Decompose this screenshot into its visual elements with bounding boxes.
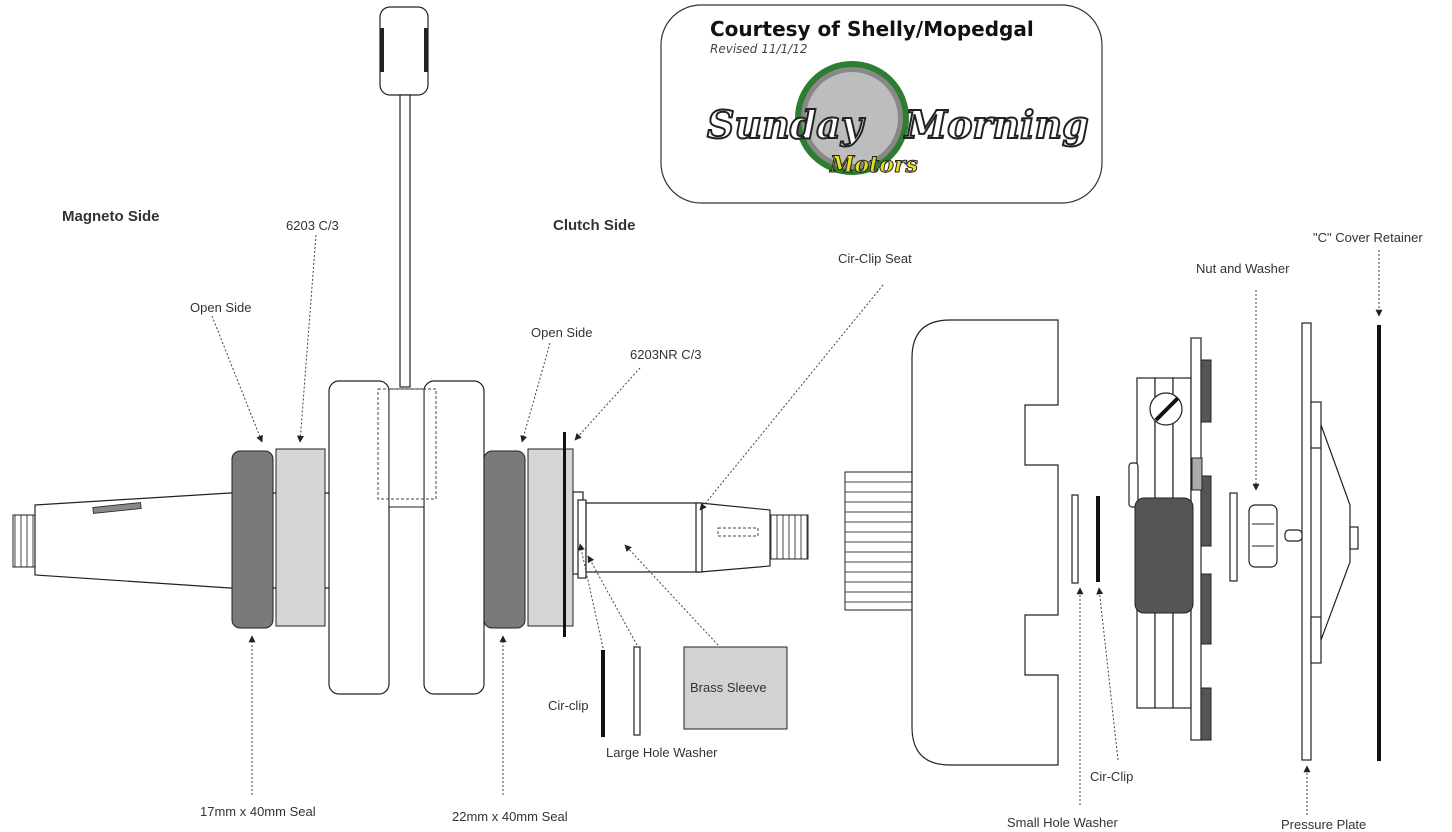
svg-text:Morning: Morning — [903, 102, 1089, 147]
large-hole-washer-part — [633, 646, 641, 736]
label-seal-17: 17mm x 40mm Seal — [200, 804, 316, 819]
label-pressure-plate: Pressure Plate — [1281, 817, 1366, 832]
label-c-cover-retainer: "C" Cover Retainer — [1313, 230, 1423, 245]
label-large-hole-washer: Large Hole Washer — [606, 745, 718, 760]
brass-sleeve-part — [683, 646, 788, 730]
bearing-6203nr — [527, 448, 574, 627]
label-6203: 6203 C/3 — [286, 218, 339, 233]
label-6203nr: 6203NR C/3 — [630, 347, 702, 362]
nut-part — [1248, 504, 1278, 568]
cir-clip-right-part — [1096, 496, 1100, 582]
sunday-morning-motors-logo: Sunday Morning Motors — [706, 61, 1090, 179]
credit-title: Courtesy of Shelly/Mopedgal — [710, 17, 1034, 41]
label-cir-clip-right: Cir-Clip — [1090, 769, 1133, 784]
label-open-side-left: Open Side — [190, 300, 251, 315]
bearing-shield — [563, 432, 566, 637]
clutch-drum — [844, 319, 1059, 766]
crank-webs — [328, 380, 485, 695]
magneto-side-heading: Magneto Side — [62, 208, 160, 225]
cir-clip-part — [601, 650, 605, 737]
brass-sleeve-label: Brass Sleeve — [690, 680, 767, 695]
small-hole-washer-part — [1071, 494, 1079, 584]
label-seal-22: 22mm x 40mm Seal — [452, 809, 568, 824]
label-cir-clip: Cir-clip — [548, 698, 588, 713]
c-cover-retainer-part — [1377, 325, 1381, 761]
clutch-side-heading: Clutch Side — [553, 217, 636, 234]
svg-text:Sunday: Sunday — [707, 102, 866, 147]
seal-22x40 — [483, 450, 526, 629]
bearing-6203 — [275, 448, 326, 627]
label-open-side-right: Open Side — [531, 325, 592, 340]
label-small-hole-washer: Small Hole Washer — [1007, 815, 1118, 830]
washer-part — [1229, 492, 1238, 582]
connecting-rod — [379, 6, 429, 388]
svg-text:Motors: Motors — [829, 152, 918, 178]
label-cir-clip-seat: Cir-Clip Seat — [838, 251, 912, 266]
credit-box: Courtesy of Shelly/Mopedgal Revised 11/1… — [660, 4, 1103, 204]
clutch-shaft — [572, 491, 809, 579]
label-nut-and-washer: Nut and Washer — [1196, 261, 1290, 276]
revised-date: Revised 11/1/12 — [710, 42, 807, 56]
leader-lines — [211, 234, 1383, 815]
seal-17x40 — [231, 450, 274, 629]
pressure-plate-part — [1284, 322, 1359, 761]
clutch-shoe-assembly — [1128, 337, 1212, 741]
